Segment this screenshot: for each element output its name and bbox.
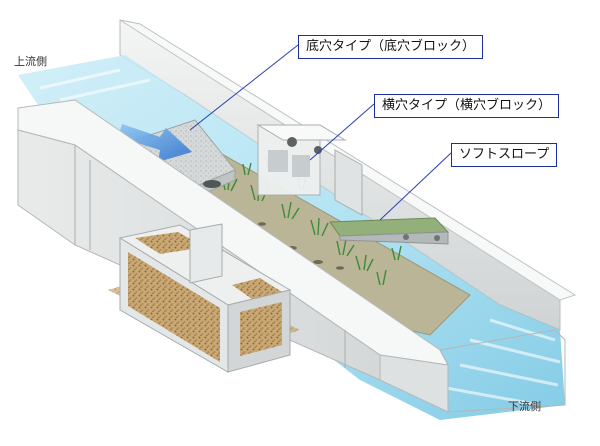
side-hole-window xyxy=(268,150,288,172)
gravel-box-window xyxy=(128,252,220,362)
side-hole-opening xyxy=(287,137,297,147)
wall-segment-joints xyxy=(74,145,346,368)
callout-side-hole-type: 横穴タイプ（横穴ブロック） xyxy=(374,94,560,118)
bottom-hole-opening xyxy=(203,180,221,188)
gravel-box-fill-left xyxy=(135,232,205,254)
side-hole-block-top xyxy=(256,124,347,141)
slope-bolt xyxy=(403,234,409,240)
callout-soft-slope: ソフトスロープ xyxy=(451,143,558,167)
downstream-label: 下流側 xyxy=(508,400,541,413)
flow-arrow xyxy=(118,124,192,162)
canal-end-rim xyxy=(439,329,566,413)
gravel-box-fill-right xyxy=(232,278,282,299)
callout-bottom-hole-type: 底穴タイプ（底穴ブロック） xyxy=(298,35,484,59)
side-hole-window xyxy=(292,155,310,177)
gravel-box-pillar xyxy=(189,223,223,284)
soft-slope-underside xyxy=(339,231,449,245)
upstream-label: 上流側 xyxy=(14,55,47,68)
side-hole-block-right xyxy=(334,149,363,216)
slope-bolt xyxy=(434,235,440,241)
gravel-box-side-window xyxy=(240,302,282,356)
leader-lines xyxy=(189,44,452,221)
side-hole-opening xyxy=(314,146,322,154)
